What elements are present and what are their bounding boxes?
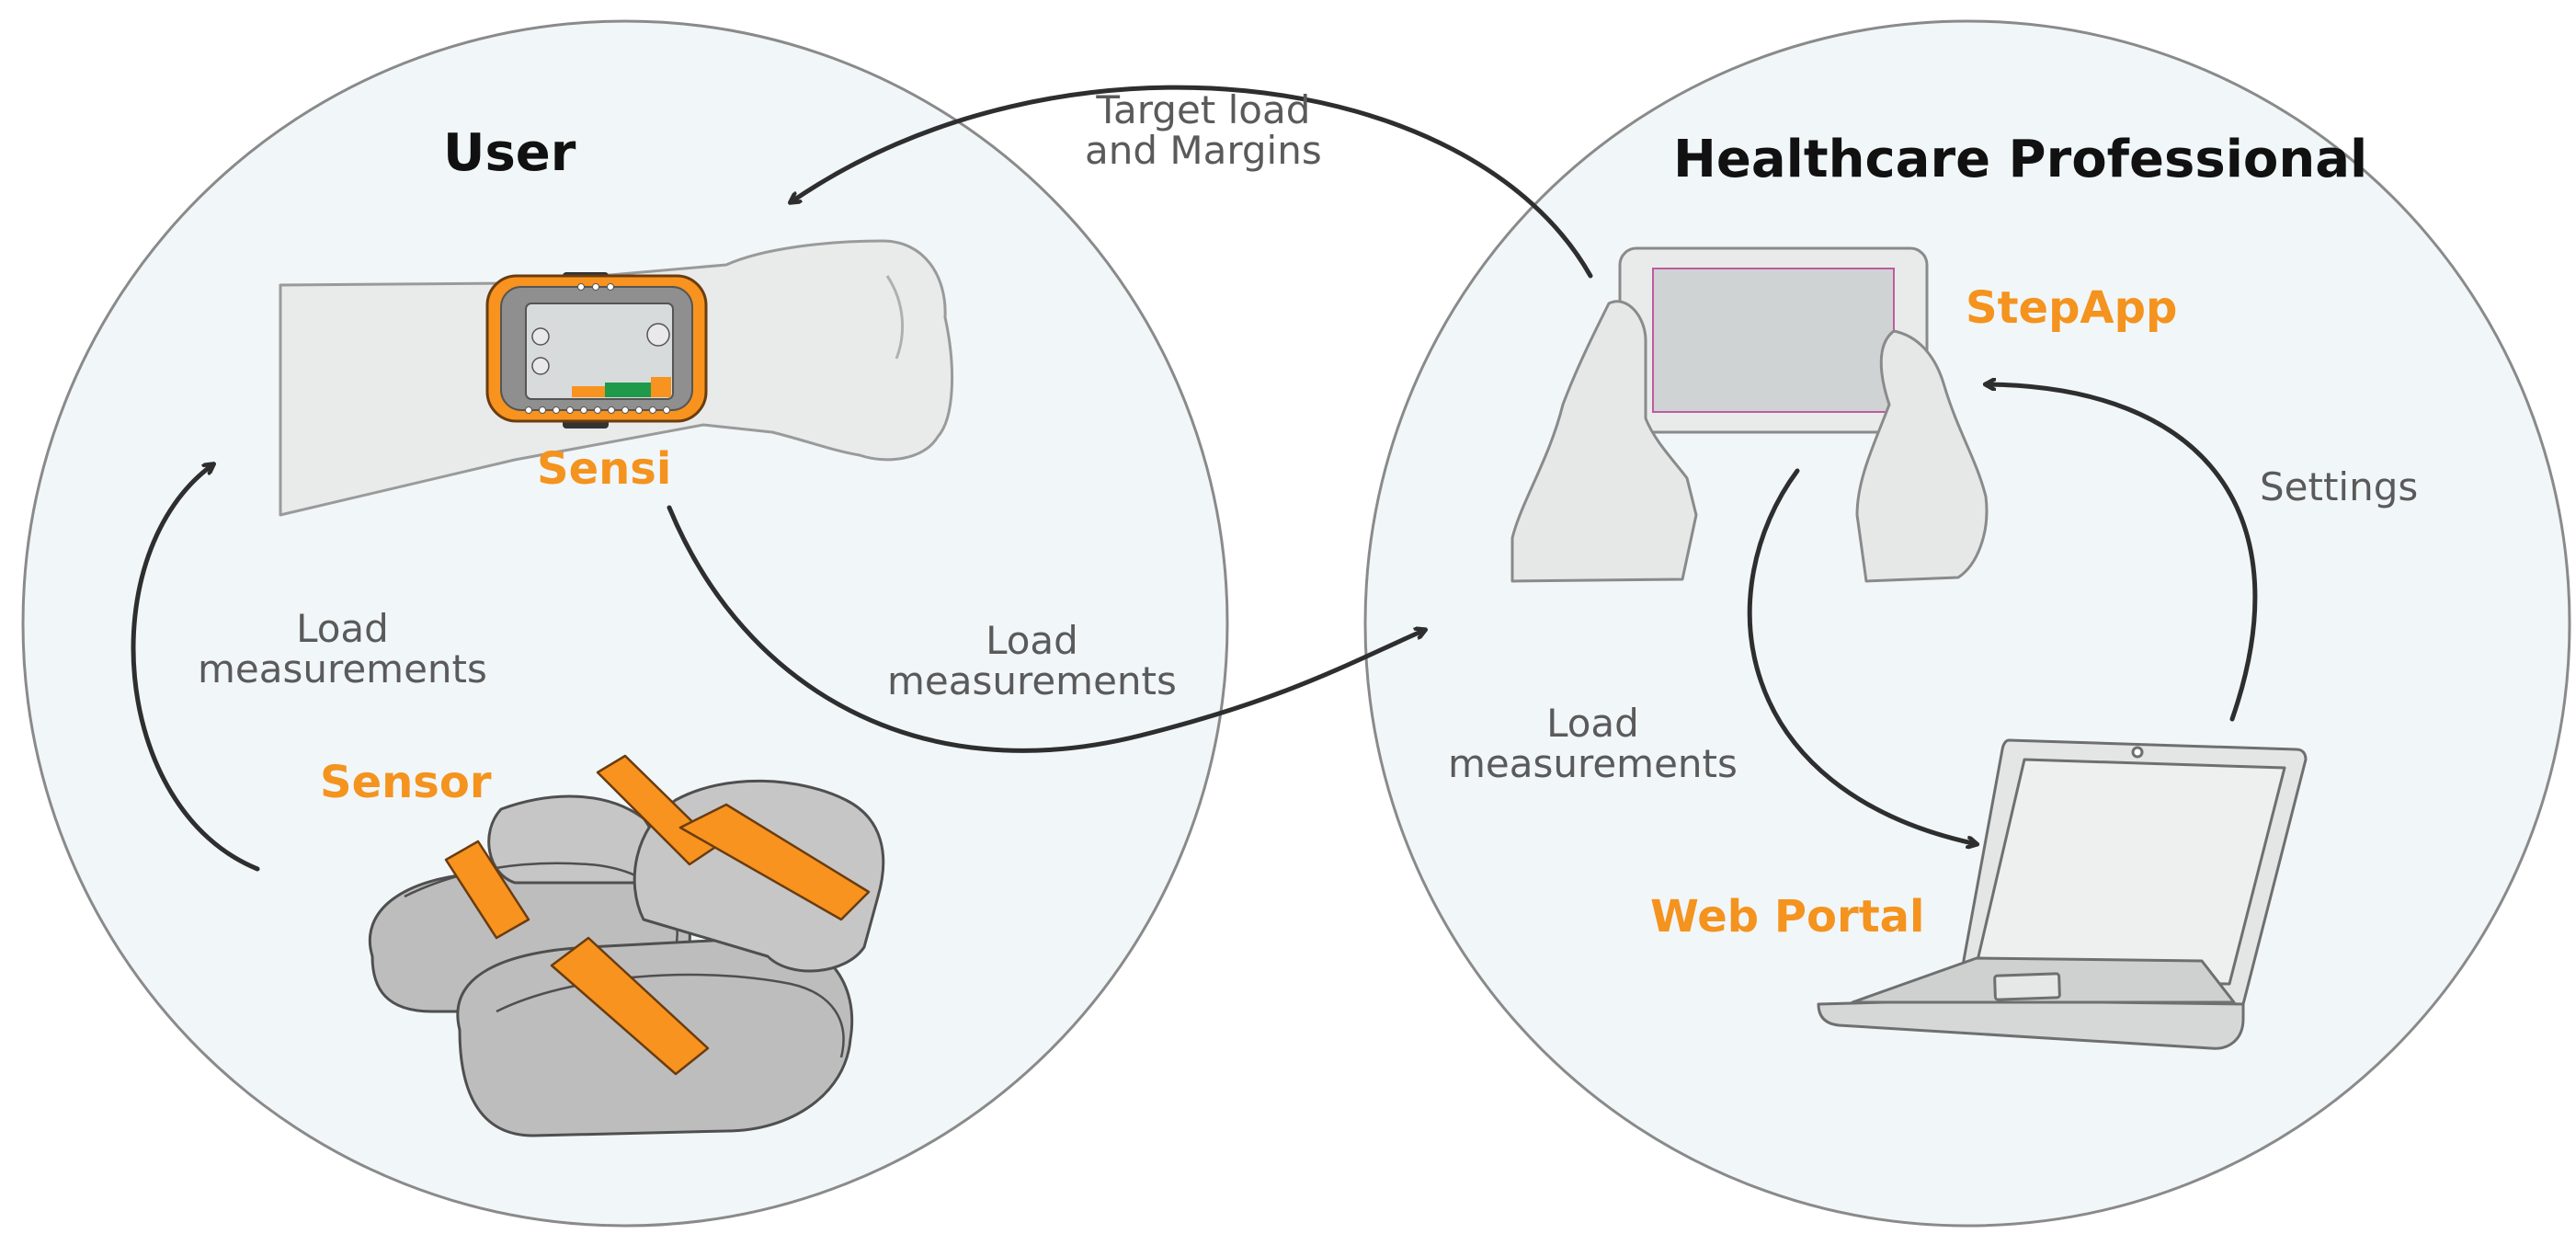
hcp-domain-circle <box>1363 19 2571 1228</box>
arrow-stepapp-to-portal <box>1747 468 1977 844</box>
edge-label-sensor-to-sensi: Load measurements <box>198 606 487 692</box>
edge-label-settings: Settings <box>2260 464 2419 509</box>
sensor-label: Sensor <box>320 757 492 808</box>
arrow-stepapp-to-sensi <box>791 85 1593 279</box>
tablet-hands-icon <box>1510 246 1989 583</box>
sensi-watch-icon <box>485 272 708 428</box>
hcp-title: Healthcare Professional <box>1673 130 2368 189</box>
web-portal-label: Web Portal <box>1650 891 1925 943</box>
arrow-sensor-to-sensi <box>131 464 260 872</box>
sandals-sensor-icon <box>368 754 885 1137</box>
edge-label-sensi-to-stepapp: Load measurements <box>887 618 1177 704</box>
user-title: User <box>443 123 576 183</box>
laptop-icon <box>1817 738 2308 1050</box>
edge-label-target: Target load and Margins <box>1085 87 1322 174</box>
arrow-portal-to-stepapp <box>1986 384 2258 722</box>
arrow-sensi-to-stepapp <box>667 505 1425 753</box>
sensi-label: Sensi <box>537 443 672 495</box>
edge-label-stepapp-to-portal: Load measurements <box>1448 701 1738 787</box>
stepapp-label: StepApp <box>1966 282 2178 334</box>
